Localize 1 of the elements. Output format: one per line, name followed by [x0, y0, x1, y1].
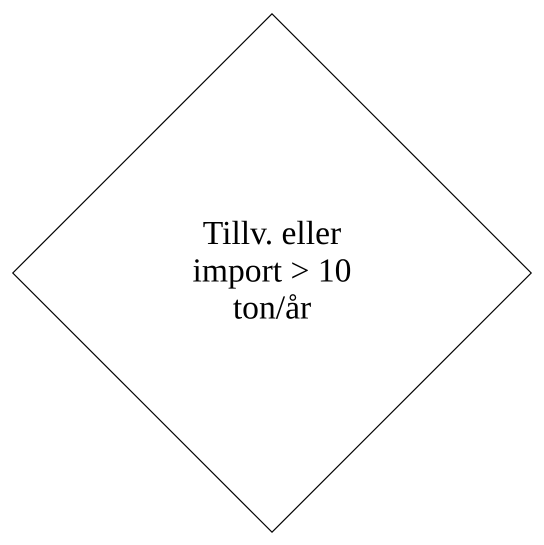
node-diamond: Tillv. eller import > 10 ton/år — [12, 12, 532, 533]
